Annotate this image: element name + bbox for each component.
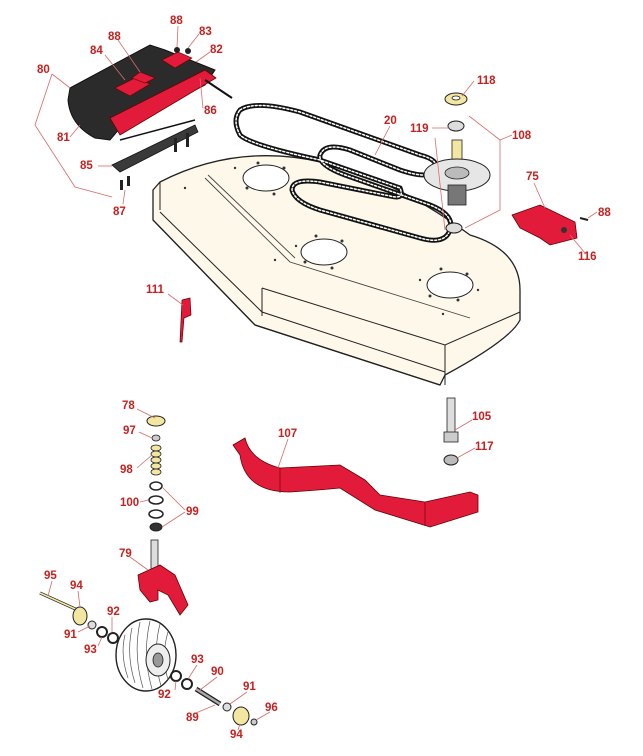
deck-spindle-hole-center	[300, 238, 348, 266]
caster-fork	[137, 539, 189, 616]
callout-117: 117	[475, 441, 494, 453]
callout-75: 75	[526, 171, 539, 183]
callout-107: 107	[278, 428, 297, 440]
callout-119: 119	[410, 123, 429, 135]
callout-92-right: 92	[158, 689, 171, 701]
callout-98: 98	[120, 464, 133, 476]
caster-stack	[146, 415, 166, 532]
caster-wheel	[39, 591, 258, 726]
callout-83: 83	[199, 26, 212, 38]
callout-88-top: 88	[170, 15, 183, 27]
callout-88-top-left: 88	[108, 31, 121, 43]
deck-spindle-hole-right	[426, 271, 474, 299]
callout-88-right: 88	[598, 207, 611, 219]
callout-92-left: 92	[107, 606, 120, 618]
callout-99: 99	[186, 506, 199, 518]
callout-90: 90	[211, 666, 224, 678]
callout-94-left: 94	[70, 580, 83, 592]
callout-118: 118	[477, 75, 496, 87]
mower-deck	[152, 155, 521, 386]
callout-81: 81	[57, 132, 70, 144]
belt-cover-assembly	[67, 44, 233, 190]
callout-91-right: 91	[243, 681, 256, 693]
callout-89: 89	[186, 712, 199, 724]
deck-baffle	[232, 437, 479, 528]
deck-wiper	[179, 297, 192, 343]
callout-94-bottom: 94	[230, 729, 243, 741]
callout-105: 105	[472, 411, 492, 423]
callout-100: 100	[120, 497, 139, 509]
callout-95: 95	[44, 570, 57, 582]
callout-82: 82	[210, 44, 223, 56]
callout-87: 87	[113, 206, 126, 218]
callout-80: 80	[37, 64, 50, 76]
callout-96: 96	[265, 702, 278, 714]
callout-78: 78	[122, 400, 135, 412]
callout-93-right: 93	[191, 654, 204, 666]
callout-86: 86	[204, 105, 217, 117]
callout-111: 111	[146, 284, 165, 296]
callout-79: 79	[119, 548, 132, 560]
spindle-assembly	[423, 92, 491, 234]
callout-93-left: 93	[84, 644, 97, 656]
callout-108: 108	[512, 130, 532, 142]
callout-20: 20	[384, 115, 397, 127]
deck-spindle-hole-left	[242, 164, 290, 192]
callout-97: 97	[123, 425, 136, 437]
callout-85: 85	[80, 160, 93, 172]
callout-84: 84	[90, 45, 103, 57]
spindle-bolt	[443, 397, 459, 466]
callout-91-left: 91	[64, 629, 77, 641]
idler-bracket	[511, 204, 589, 246]
leader-lines	[34, 25, 598, 731]
callout-116: 116	[578, 251, 597, 263]
part-labels: 80 81 84 88 88 83 82 86 85 87 20 118 119…	[37, 15, 611, 741]
